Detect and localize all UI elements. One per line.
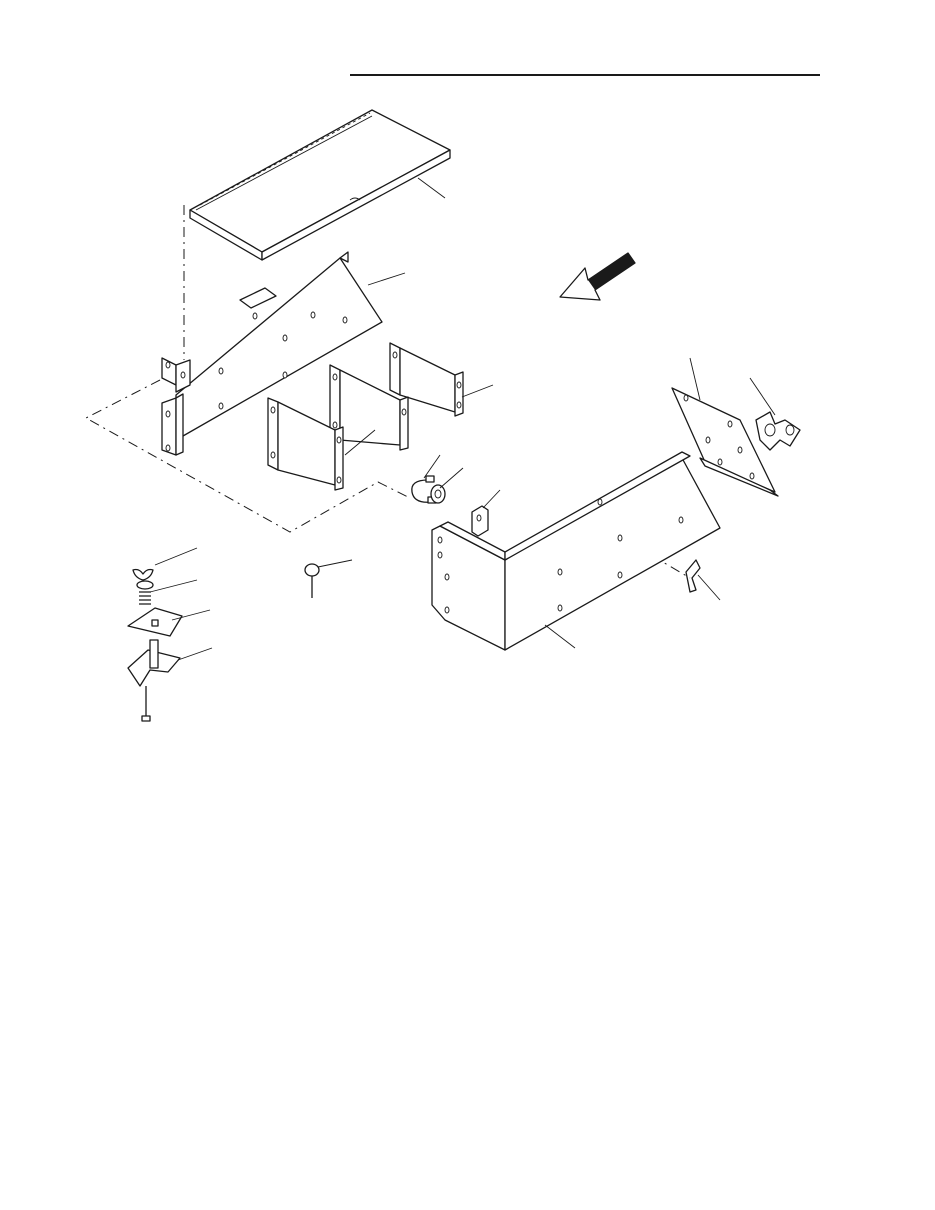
mount-plate-upper — [127, 607, 183, 637]
rear-panel — [161, 251, 383, 456]
mount-base — [127, 639, 181, 687]
spring — [139, 591, 151, 605]
bracket-left — [267, 397, 344, 491]
front-panel — [431, 451, 721, 651]
latch-clip — [685, 559, 701, 593]
mount-screw — [141, 686, 151, 722]
wing-nut — [132, 568, 154, 581]
washer — [136, 580, 154, 590]
bracket-center — [329, 364, 409, 451]
cable-grommet — [430, 484, 446, 504]
latch-bracket — [755, 411, 801, 451]
direction-arrow — [559, 252, 636, 301]
small-clip — [471, 505, 489, 537]
eye-bolt — [304, 563, 320, 598]
top-cover — [189, 109, 451, 261]
assembly-dashed-lines — [84, 205, 691, 579]
leader-lines — [149, 177, 776, 661]
bracket-right — [389, 342, 464, 417]
mounting-plate — [671, 387, 779, 497]
